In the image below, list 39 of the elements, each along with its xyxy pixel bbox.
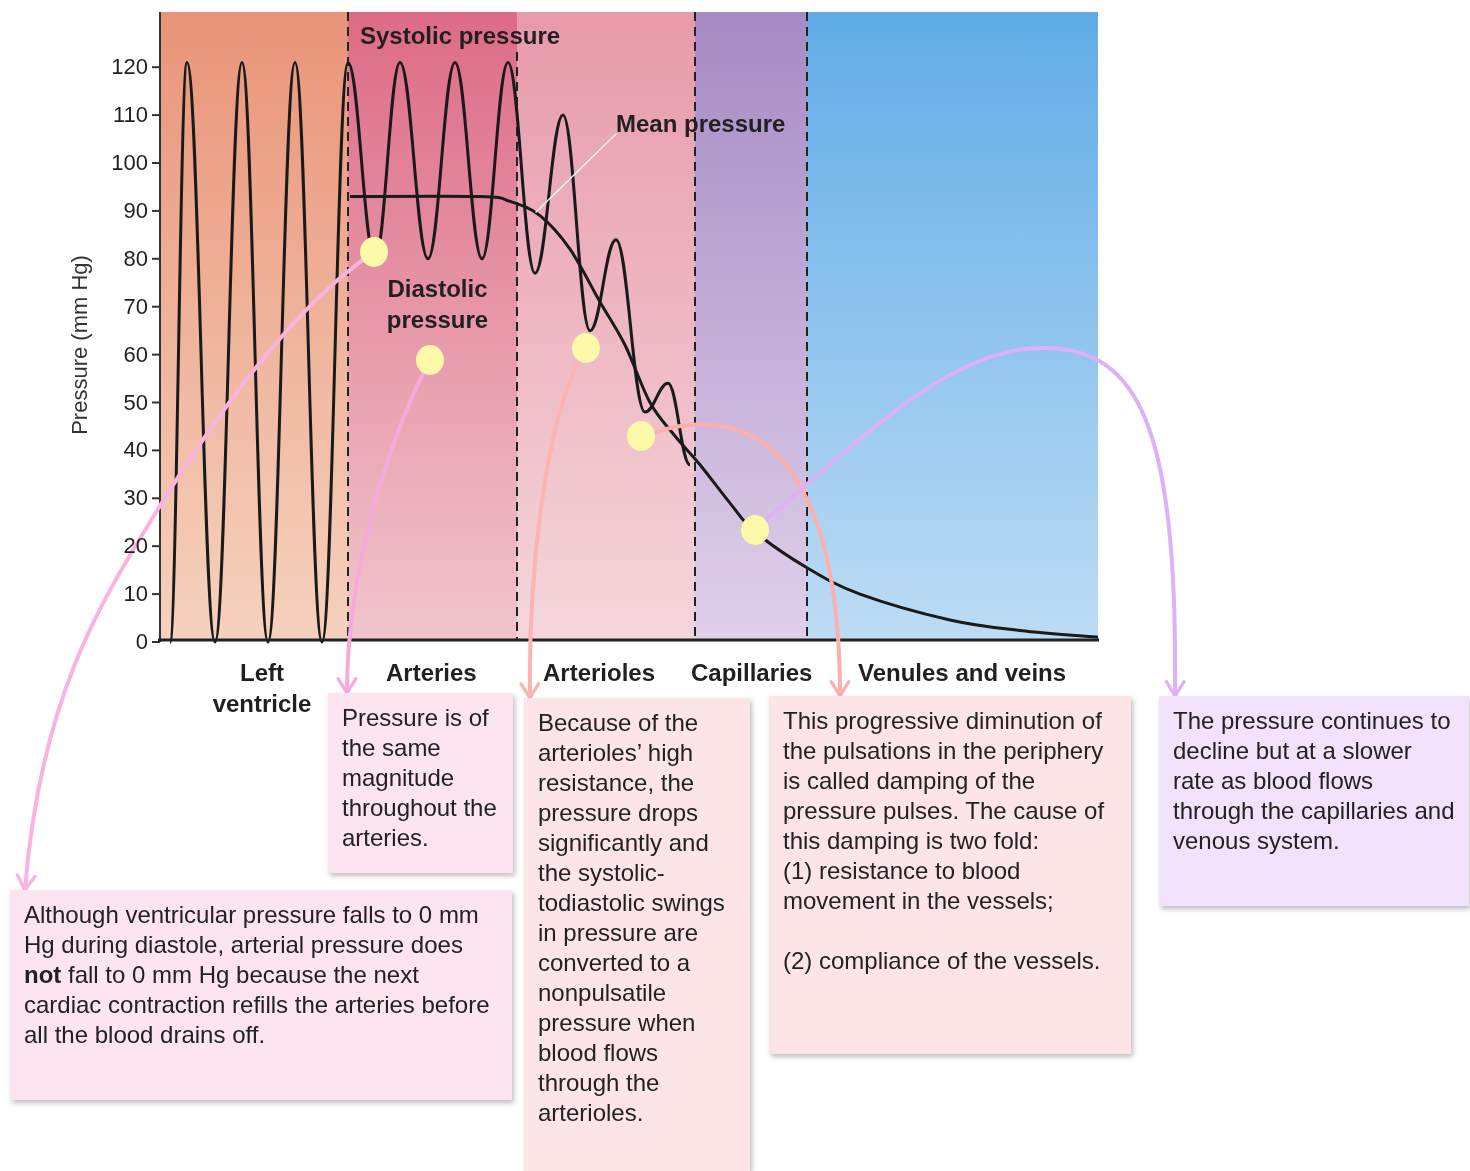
tick-label: 80 xyxy=(122,246,148,271)
note-card xyxy=(328,693,513,873)
annotation-label: Mean pressure xyxy=(616,110,786,138)
tick-label: 90 xyxy=(122,198,148,223)
note-card xyxy=(524,698,750,1171)
tick-label: 100 xyxy=(110,151,148,175)
category-label: Arterioles xyxy=(543,658,656,688)
note-text: Although ventricular pressure falls to 0 mm Hg during diastole, arterial pressure does not fall to 0 mm Hg because the next cardiac contraction refills the arteries before all the blood drains off. xyxy=(24,900,491,1050)
tick-label: 60 xyxy=(122,342,148,367)
note-card xyxy=(769,696,1131,1054)
category-label: Capillaries xyxy=(691,658,813,688)
arrow xyxy=(16,258,365,892)
leader-line xyxy=(535,133,617,213)
note-text: This progressive diminution of the pulsations in the periphery is called damping of the pressure pulses. The cause of this damping is two fold: xyxy=(783,706,1106,856)
annotation-label: Systolic pressure xyxy=(360,21,561,51)
note-text: (1) resistance to blood movement in the vessels; xyxy=(783,856,1055,916)
category-label: Arteries xyxy=(386,658,477,688)
note-text: The pressure continues to decline but at a slower rate as blood flows through the capillaries and venous system. xyxy=(1173,706,1455,856)
tick-label: 30 xyxy=(122,486,148,511)
tick-label: 20 xyxy=(122,534,148,559)
note-text: Because of the arterioles’ high resistance, the pressure drops significantly and the systolic-todiastolic swings in pressure are converted to a nonpulsatile pressure when blood flows through the arterioles. xyxy=(538,708,726,1128)
note-card xyxy=(1159,696,1469,906)
tick-label: 40 xyxy=(122,438,148,463)
note-card xyxy=(10,890,512,1100)
arrow xyxy=(763,346,1186,698)
tick-label: 50 xyxy=(122,390,148,415)
tick-label: 10 xyxy=(122,582,148,607)
annotation-label: Diastolic pressure xyxy=(385,274,490,335)
tick-label: 110 xyxy=(111,103,148,128)
axis-title: Pressure (mm Hg) xyxy=(67,255,93,435)
category-label: Left ventricle xyxy=(211,658,313,719)
arrow xyxy=(519,359,582,700)
note-text: Pressure is of the same magnitude throughout the arteries. xyxy=(342,703,498,853)
note-text: (2) compliance of the vessels. xyxy=(783,946,1102,976)
tick-label: 70 xyxy=(122,294,148,319)
arrow xyxy=(336,371,426,695)
tick-label: 120 xyxy=(110,55,148,80)
tick-label: 0 xyxy=(134,630,148,654)
category-label: Venules and veins xyxy=(858,658,1067,688)
